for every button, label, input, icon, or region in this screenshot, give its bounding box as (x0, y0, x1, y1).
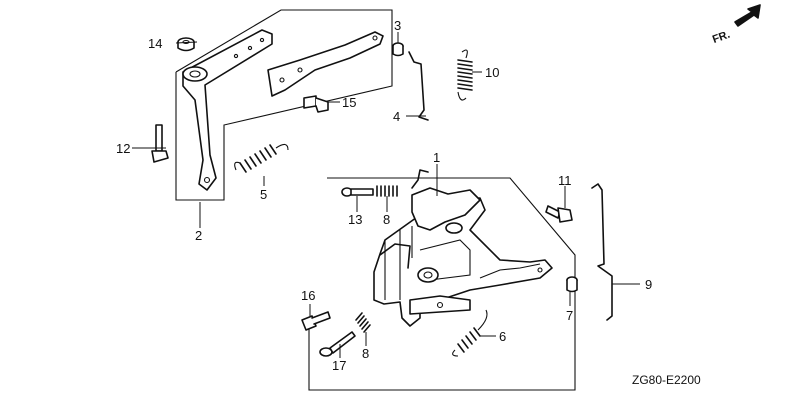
upper-lever-plate[interactable] (267, 31, 384, 97)
part-14-nut[interactable] (177, 37, 195, 52)
part-17-bolt[interactable] (319, 331, 356, 357)
callout-14: 14 (148, 36, 162, 51)
part-12-bolt[interactable] (151, 124, 169, 163)
callout-6: 6 (499, 329, 506, 344)
callout-9: 9 (645, 277, 652, 292)
part-15-bolt[interactable] (303, 95, 329, 113)
part-6-spring[interactable] (452, 309, 488, 357)
part-10-spring[interactable] (457, 49, 473, 101)
callout-1: 1 (433, 150, 440, 165)
part-8-spring-lower[interactable] (355, 312, 371, 333)
part-9-rod[interactable] (591, 183, 613, 321)
part-1-control-base[interactable] (373, 169, 553, 327)
part-7-collar[interactable] (566, 276, 578, 293)
front-direction-label: FR. (711, 29, 732, 46)
part-2-arm[interactable] (182, 29, 273, 191)
callout-15: 15 (342, 95, 356, 110)
callout-16: 16 (301, 288, 315, 303)
part-13-bolt[interactable] (341, 187, 374, 197)
callout-5: 5 (260, 187, 267, 202)
callout-2: 2 (195, 228, 202, 243)
callout-7: 7 (566, 308, 573, 323)
callout-10: 10 (485, 65, 499, 80)
lower-assembly-frame (308, 177, 576, 391)
part-16-bolt[interactable] (301, 311, 331, 331)
part-8-spring-upper[interactable] (376, 185, 398, 197)
part-11-bolt[interactable] (545, 205, 573, 223)
callout-4: 4 (393, 109, 400, 124)
callout-12: 12 (116, 141, 130, 156)
callout-8-lower: 8 (362, 346, 369, 361)
leader-lines (132, 32, 640, 358)
callout-labels: 14 3 10 4 15 12 5 2 1 11 13 8 9 7 16 6 8… (116, 18, 652, 373)
callout-11: 11 (558, 173, 572, 188)
part-5-spring[interactable] (234, 143, 289, 173)
part-3-collar[interactable] (392, 42, 404, 57)
diagram-code: ZG80-E2200 (632, 373, 701, 387)
front-direction-arrow (734, 4, 761, 27)
callout-17: 17 (332, 358, 346, 373)
part-4-rod[interactable] (408, 51, 429, 121)
callout-13: 13 (348, 212, 362, 227)
callout-8-upper: 8 (383, 212, 390, 227)
callout-3: 3 (394, 18, 401, 33)
